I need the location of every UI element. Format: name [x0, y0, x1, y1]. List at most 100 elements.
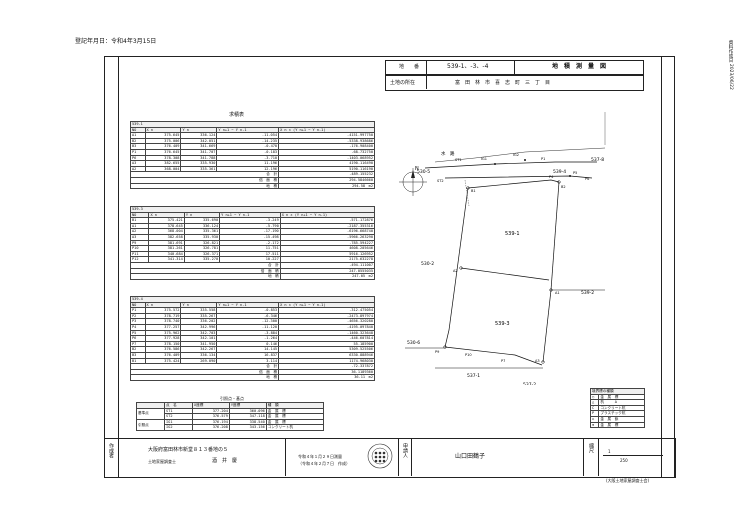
table-cell: 地 積 — [130, 273, 281, 280]
table-cell: 金 属 標 — [598, 393, 645, 401]
table-cell: ○ — [589, 393, 600, 401]
table-cell: プラスチック杭 — [598, 410, 645, 417]
table-cell: 294.58 m2 — [278, 182, 375, 190]
lot-539-4-label: 539-4 — [553, 169, 566, 175]
table-cell: 基準点 — [136, 407, 165, 420]
applicant-label: 申請人 — [402, 443, 408, 458]
creation-date: （令和４年２月７日 作成） — [298, 461, 350, 466]
scale-numerator: 1 — [608, 449, 611, 454]
table-name: 539-1 — [130, 121, 375, 128]
table-cell: 6330.888946 — [278, 351, 375, 359]
title-divider-v2 — [514, 60, 515, 74]
station-label: P9 — [435, 350, 439, 354]
table-cell: P12 — [129, 256, 150, 263]
station-label: P6 — [585, 177, 589, 181]
table-cell: 種 類 — [265, 402, 325, 409]
footer-block — [104, 438, 676, 478]
water-label: 水 路 — [441, 150, 455, 157]
table-cell: P — [589, 410, 600, 417]
table-cell: -72.337872 — [278, 363, 375, 370]
station-label: A2 — [453, 269, 458, 273]
table-cell: Y n — [180, 301, 218, 309]
surveyor-address: 大阪府富田林市新堂８１３番地の５ — [148, 447, 229, 453]
legend-row: △杭 A — [589, 399, 645, 406]
station-label: A3 — [535, 359, 540, 363]
scale-label: 縮尺 — [588, 443, 594, 453]
table-cell: 342.703 — [180, 329, 218, 337]
lot-530-6-label: 530-6 — [407, 340, 420, 346]
table-cell: IG1 — [164, 418, 193, 426]
station-label: IG2 — [513, 153, 519, 157]
table-cell: -446.607814 — [278, 335, 375, 342]
lot-537-8-label: 537-8 — [591, 157, 604, 163]
table-cell: -1460.323648 — [278, 329, 375, 337]
table-row: 境界標の種類 — [590, 388, 645, 395]
table-cell: 金 属 標 — [265, 413, 325, 420]
registration-date: 登記年月日：令和4年3月15日 — [75, 38, 157, 45]
table-cell: 335.270 — [183, 256, 221, 263]
table-cell: ⊕ — [589, 421, 600, 429]
table-cell: -494.111007 — [279, 261, 376, 269]
table-cell: コンクリート杭 — [265, 424, 325, 431]
table-cell: 倍 面 積 — [129, 368, 280, 376]
table-row: 539-4 — [130, 296, 375, 303]
station-label: P5 — [573, 171, 577, 175]
coord-table-title: 引照点・基点 — [220, 396, 244, 401]
table-cell: 342.267 — [180, 346, 218, 353]
scale-denominator: 250 — [620, 458, 628, 463]
table-cell: 金 属 標 — [265, 418, 325, 426]
surveyor-title: 土地家屋調査士 — [148, 459, 176, 464]
table-cell: 引照点 — [136, 418, 165, 431]
lot-530-2-label: 530-2 — [421, 261, 434, 267]
table-cell: 247.05 m2 — [279, 273, 376, 280]
table-cell: 336.134 — [180, 351, 218, 359]
table-cell: 36.1189360 — [278, 368, 375, 376]
legend-row: ○金 属 標 — [589, 393, 645, 401]
station-label: P10 — [465, 353, 472, 357]
table-cell: 341.950 — [180, 340, 218, 348]
table-cell: 376.208 — [192, 424, 230, 431]
station-label: ST2 — [437, 179, 444, 183]
station-label: P1 — [541, 157, 545, 161]
station-label: ST1 — [455, 158, 462, 162]
station-label: B1 — [471, 189, 476, 193]
table-cell: 247.0555035 — [279, 267, 376, 275]
table-cell: X n × (Y n+1 − Y n-1) — [278, 301, 375, 309]
table-cell: 343.156 — [228, 424, 267, 431]
table-cell: ST1 — [164, 407, 193, 415]
station-label: A1 — [555, 291, 560, 295]
north-label: N — [415, 166, 419, 172]
location-value: 富 田 林 市 喜 志 町 三 丁 目 — [455, 80, 551, 86]
table-row: 点 名 X座標 Y座標 種 類 — [136, 402, 325, 409]
station-label: IG1 — [481, 157, 487, 161]
surveyor-name: 酒 井 慶 — [212, 458, 238, 464]
table-cell: -4656.320280 — [278, 318, 375, 325]
table-cell: 342.101 — [180, 335, 218, 342]
table-cell: 杭 A — [598, 399, 645, 406]
survey-date: 令和４年１月２９日測量 — [298, 454, 342, 459]
table-cell: 地 積 — [129, 182, 280, 190]
parcel-539-3-label: 539-3 — [495, 321, 510, 327]
location-label: 土地の所在 — [390, 80, 416, 86]
table-cell: 335.267 — [180, 312, 218, 320]
